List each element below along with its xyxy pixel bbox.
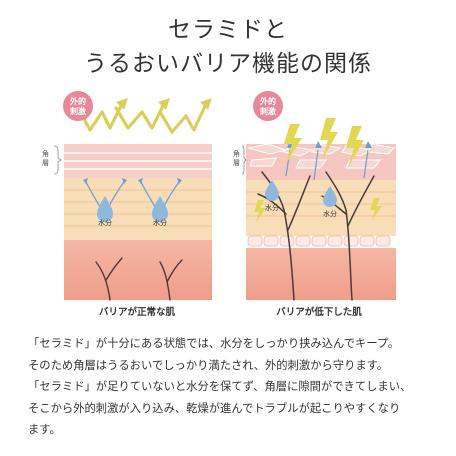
moisture-label: 水分 [323, 209, 337, 218]
page-title-line-2: うるおいバリア機能の関係 [84, 51, 372, 77]
stratum-label-line2: 層 [233, 159, 240, 167]
nerve-fiber [325, 171, 353, 301]
moisture-drop-icon [323, 186, 337, 207]
description-line: そこから外的刺激が入り込み、乾燥が進んでトラブルが起こりやすくなり [28, 401, 401, 415]
description-paragraph: 「セラミド」が十分にある状態では、水分をしっかり挟み込んでキープ。 そのため角層… [28, 333, 438, 441]
moisture-drop-icon [97, 196, 113, 222]
badge-text-line1: 外的 [260, 96, 276, 106]
stimulus-arrows-reflected [76, 102, 208, 134]
moisture-label: 水分 [98, 218, 112, 227]
badge-text-line2: 刺激 [259, 106, 276, 116]
description-line: 「セラミド」が十分にある状態では、水分をしっかり挟み込んでキープ。 [28, 337, 400, 350]
description-line: 「セラミド」が足りていないと水分を保てず、角層に隙間ができてしまい、 [28, 380, 412, 393]
external-stimulus-badge [63, 91, 93, 121]
dermis-layer [246, 248, 396, 300]
caption-damaged-skin: バリアが低下した肌 [276, 307, 362, 318]
external-stimulus-badge [253, 91, 283, 121]
damaged-skin-panel: 外的 刺激 角 層 水分 水分 [233, 91, 396, 301]
nerve-fiber [159, 261, 171, 301]
badge-text-line1: 外的 [70, 96, 86, 106]
stratum-label-line1: 角 [233, 149, 240, 158]
page-title-line-1: セラミドと [168, 17, 288, 43]
nerve-fiber [95, 261, 111, 301]
stratum-label-line2: 層 [42, 159, 49, 167]
moisture-label: 水分 [265, 203, 279, 212]
badge-text-line2: 刺激 [69, 106, 86, 116]
normal-skin-panel: 外的 刺激 角 層 水分 水分 [42, 91, 212, 301]
description-line: そのため角層はうるおいでしっかり満たされ、外的刺激から守ります。 [28, 358, 389, 372]
caption-normal-skin: バリアが正常な肌 [98, 307, 175, 318]
moisture-label: 水分 [153, 218, 167, 227]
description-line: ます。 [28, 423, 61, 436]
stratum-label-line1: 角 [42, 149, 49, 158]
epidermis-layer [64, 178, 212, 240]
dermis-layer [64, 240, 212, 300]
moisture-drop-icon [152, 196, 168, 222]
moisture-drop-icon [265, 180, 279, 201]
stimulus-lightning-icons [254, 118, 382, 222]
